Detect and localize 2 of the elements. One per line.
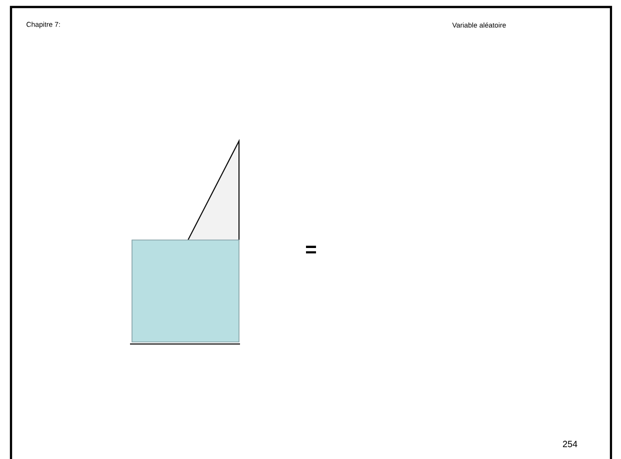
page-number: 254 — [562, 440, 578, 448]
equals-sign: = — [306, 246, 316, 254]
